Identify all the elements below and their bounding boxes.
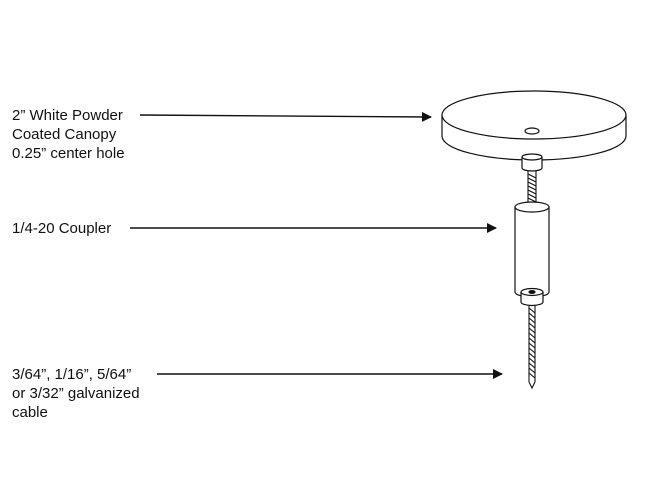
cable-label-line: or 3/32” galvanized xyxy=(12,385,140,402)
cable-label-line: 3/64”, 1/16”, 5/64” xyxy=(12,366,132,383)
canopy-label-line: 0.25” center hole xyxy=(12,145,125,162)
cable-label-line: cable xyxy=(12,404,48,421)
canopy-label-line: Coated Canopy xyxy=(12,126,117,143)
canopy-fitting xyxy=(521,153,543,172)
cable-callout-label: 3/64”, 1/16”, 5/64” or 3/32” galvanized … xyxy=(12,365,140,422)
threaded-rod-upper xyxy=(527,171,537,203)
galvanized-cable xyxy=(528,305,536,390)
canopy-label-line: 2” White Powder xyxy=(12,107,123,124)
coupler-drawing xyxy=(514,201,550,298)
canopy-callout-label: 2” White Powder Coated Canopy 0.25” cent… xyxy=(12,106,125,163)
canopy-center-hole xyxy=(524,127,540,135)
canopy-leader-arrow xyxy=(139,111,432,122)
canopy-top xyxy=(441,90,627,140)
coupler-label-line: 1/4-20 Coupler xyxy=(12,220,112,237)
canopy-drawing xyxy=(441,90,627,161)
coupler-callout-label: 1/4-20 Coupler xyxy=(12,219,111,238)
coupler-lower-fitting xyxy=(520,287,544,307)
